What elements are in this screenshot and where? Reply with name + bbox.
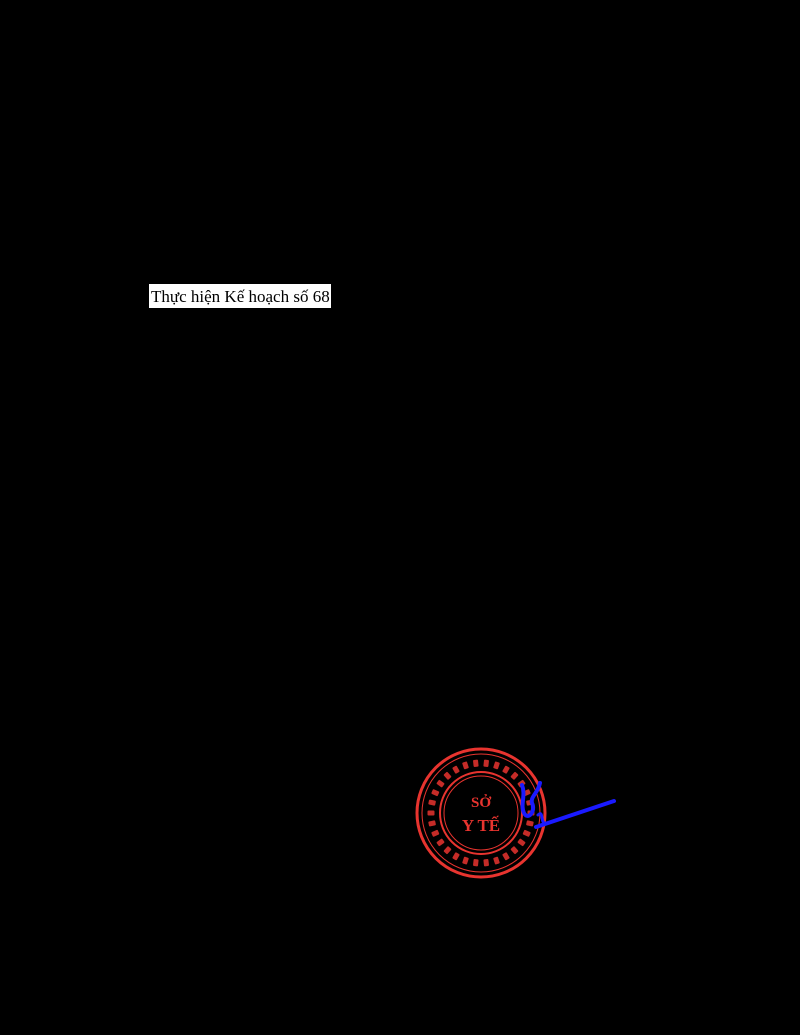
seal-rim-mark [473,859,479,867]
seal-line-2: Y TẾ [462,816,500,835]
seal-rim-mark [443,771,452,780]
seal-rim-mark [483,759,489,767]
seal-rim-mark [436,838,445,847]
plan-reference-text: Thực hiện Kế hoạch số 68 [149,284,331,308]
official-seal-stamp: SỞ Y TẾ [415,747,547,879]
seal-rim-mark [443,846,452,855]
seal-rim-mark [431,829,440,837]
seal-rim-mark [452,765,460,774]
seal-rim-mark [493,761,500,770]
seal-line-1: SỞ [471,794,491,811]
seal-rim-mark [502,765,510,774]
seal-rim-mark [428,799,436,806]
seal-rim-mark [493,856,500,865]
seal-rim-mark [428,820,436,827]
seal-rim-mark [526,820,534,827]
seal-rim-mark [436,779,445,788]
seal-rim-mark [522,829,531,837]
seal-rim-mark [483,859,489,867]
seal-rim-mark [431,789,440,797]
seal-rim-mark [427,810,435,816]
seal-rim-mark [473,759,479,767]
seal-rim-mark [517,838,526,847]
seal-rim-mark [462,761,469,770]
seal-rim-mark [502,852,510,861]
seal-rim-mark [510,846,519,855]
seal-rim-mark [462,856,469,865]
seal-rim-mark [510,771,519,780]
seal-rim-mark [452,852,460,861]
handwritten-signature [520,781,616,829]
